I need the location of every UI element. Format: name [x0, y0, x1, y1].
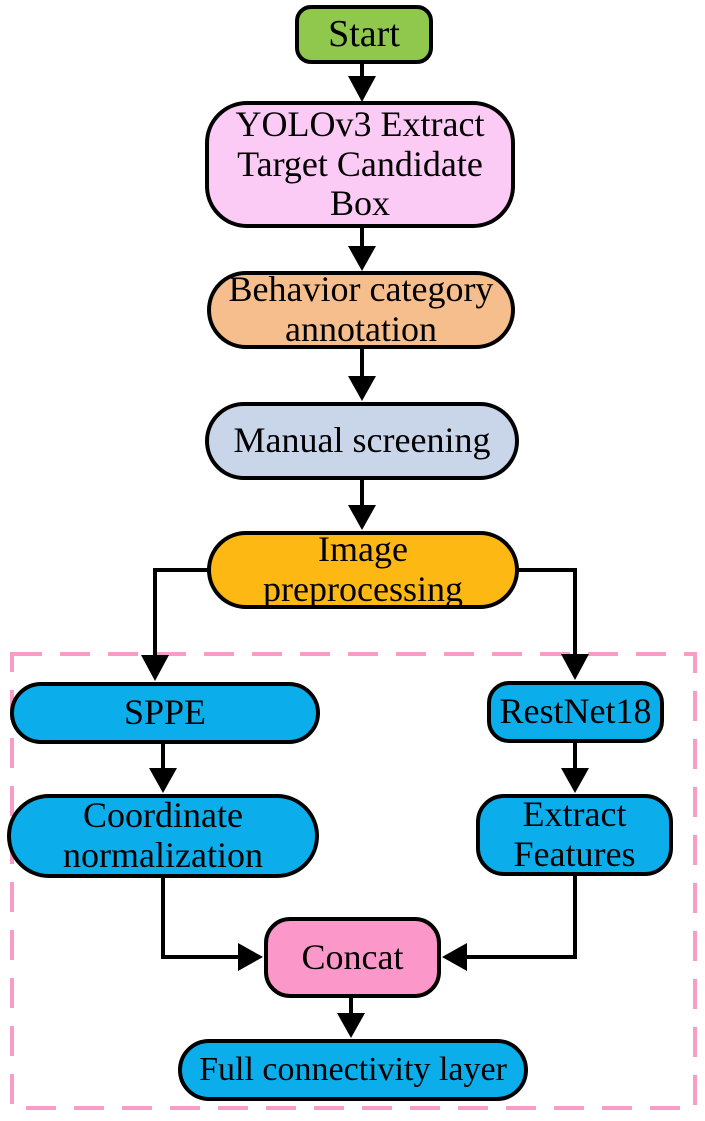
node-restnet18: RestNet18 — [487, 681, 664, 743]
node-image-preprocessing: Image preprocessing — [207, 530, 519, 609]
node-sppe: SPPE — [10, 682, 320, 744]
node-coordinate-normalization: Coordinate normalization — [7, 794, 319, 878]
edge-manual-to-preprocess — [348, 478, 376, 530]
edge-yolo-to-behavior — [348, 226, 376, 271]
edge-behavior-to-manual — [348, 347, 376, 401]
edge-preprocess-to-restnet — [517, 568, 589, 680]
edge-sppe-to-coordinate — [149, 742, 177, 793]
node-yolov3-extract-target-candidate-box: YOLOv3 Extract Target Candidate Box — [205, 101, 515, 228]
edge-extract-to-concat — [442, 874, 577, 971]
node-extract-features: Extract Features — [476, 794, 673, 876]
node-behavior-category-annotation: Behavior category annotation — [207, 270, 515, 349]
edge-start-to-yolo — [348, 60, 376, 102]
edge-concat-to-full — [337, 996, 365, 1038]
node-manual-screening: Manual screening — [205, 402, 519, 480]
node-start: Start — [295, 5, 433, 64]
edge-coordinate-to-concat — [161, 876, 263, 971]
node-full-connectivity-layer: Full connectivity layer — [178, 1039, 528, 1101]
node-concat: Concat — [264, 917, 441, 998]
edge-preprocess-to-sppe — [141, 568, 209, 681]
edge-restnet-to-extract — [561, 741, 589, 793]
dashed-region-border — [10, 652, 697, 1110]
